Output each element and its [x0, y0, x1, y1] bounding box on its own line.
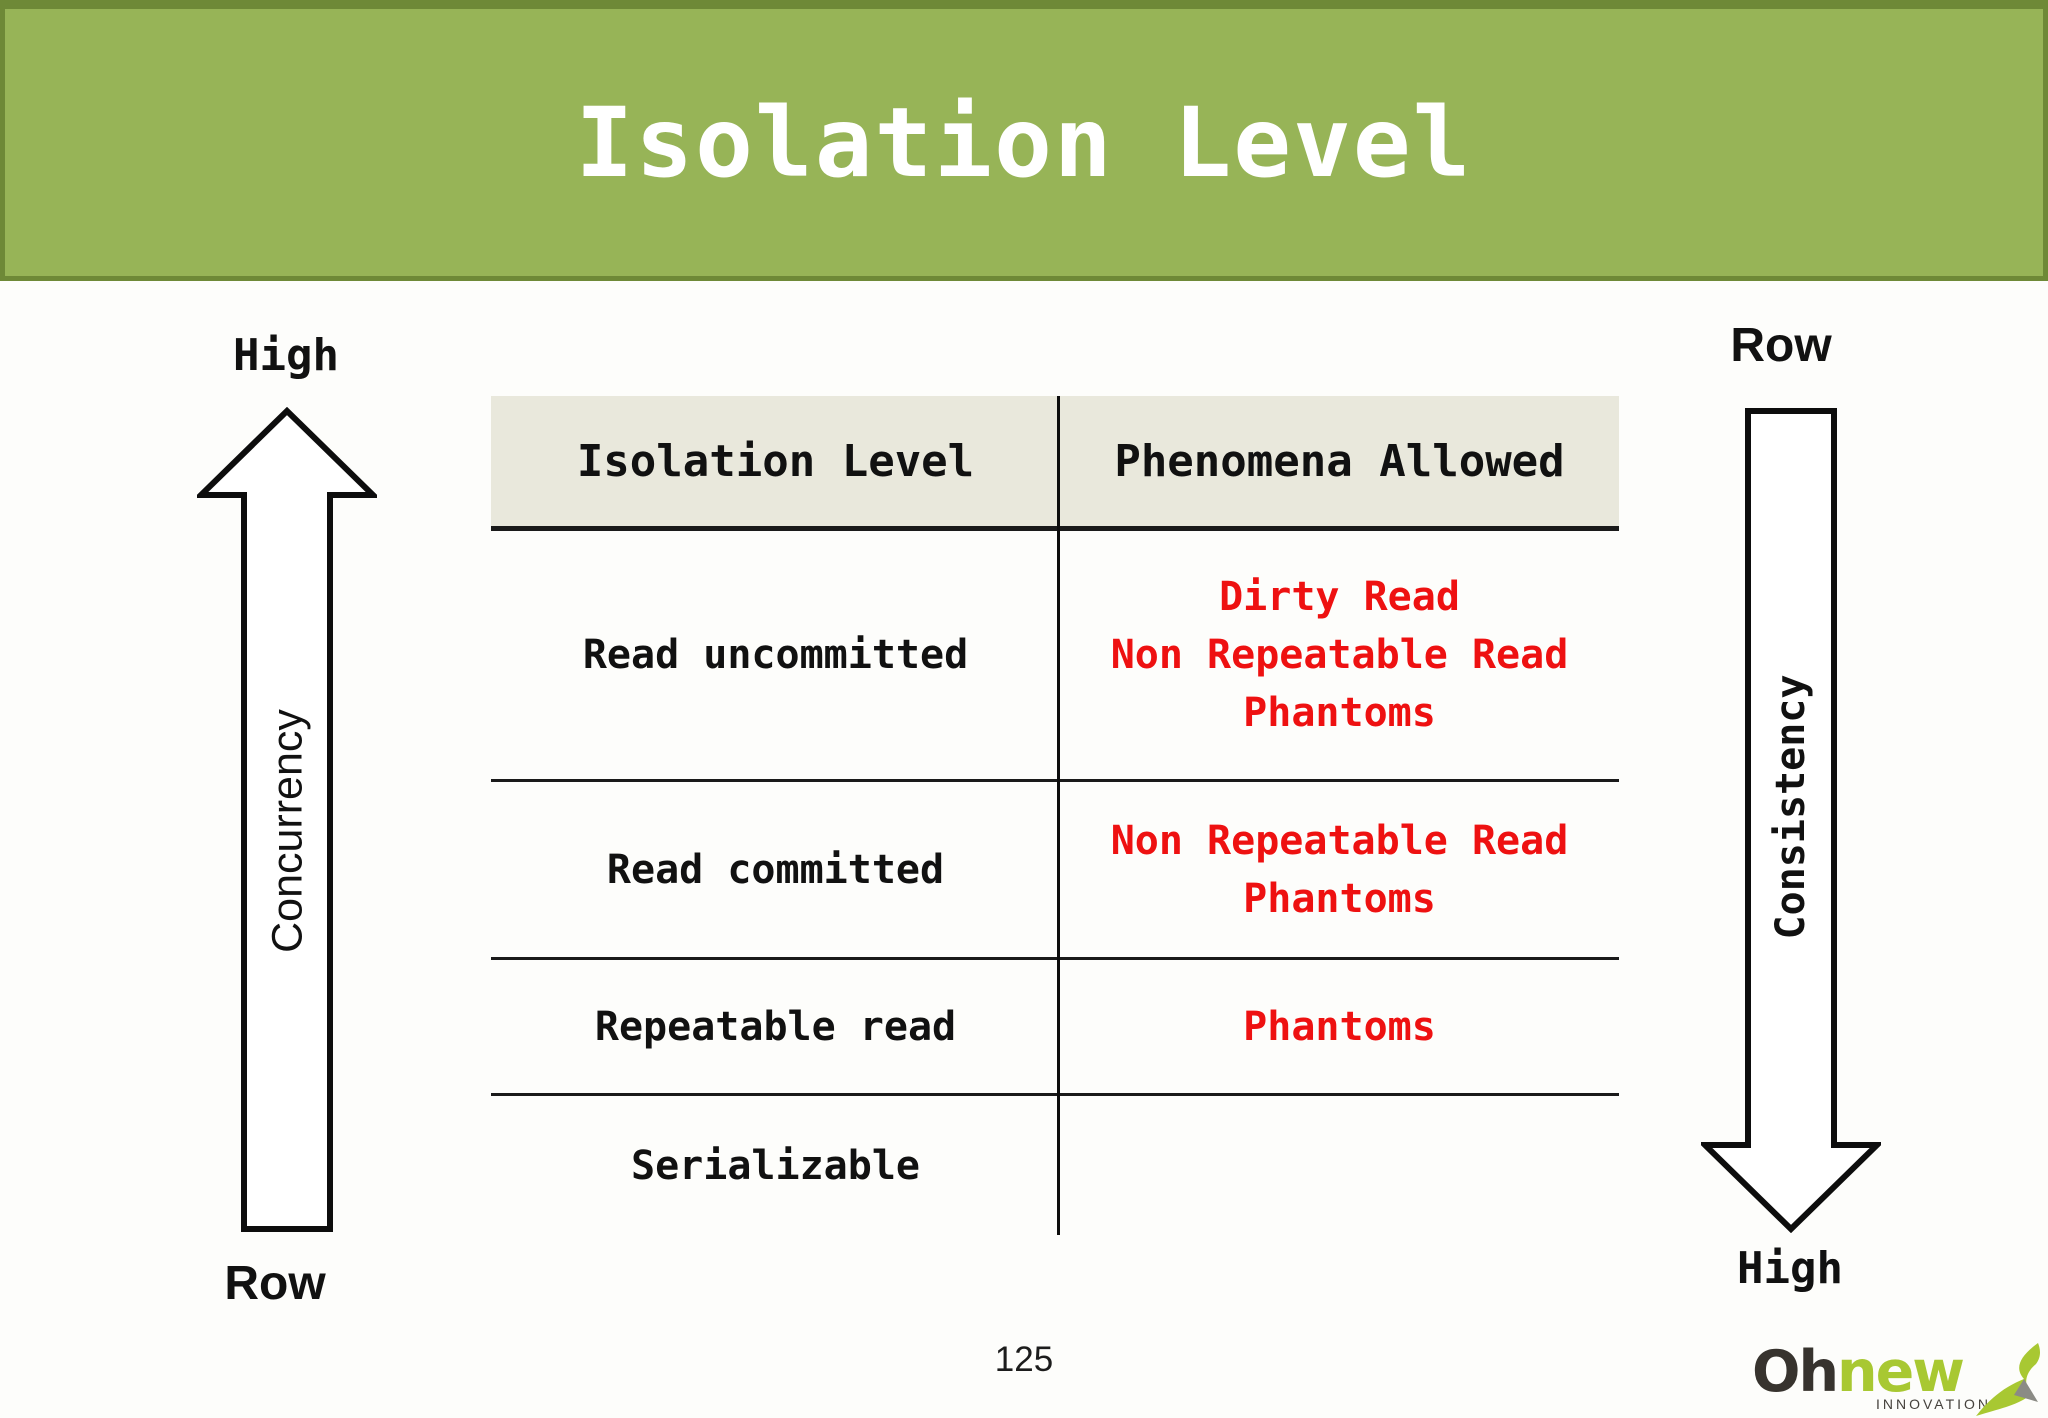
phenomena-line: Phantoms	[1243, 1003, 1436, 1050]
phenomena-line: Non Repeatable Read	[1110, 632, 1569, 678]
phenomena-line: Non Repeatable Read	[1110, 817, 1569, 864]
table-column-divider	[1057, 396, 1060, 1235]
phenomena-cell: Non Repeatable Read Phantoms	[1060, 782, 1619, 957]
slide-title: Isolation Level	[575, 86, 1473, 199]
logo-word-oh: Oh	[1752, 1339, 1839, 1405]
table-row: Read committed Non Repeatable Read Phant…	[491, 782, 1619, 960]
phenomena-line: Phantoms	[1243, 875, 1436, 922]
phenomena-line: Phantoms	[1243, 690, 1436, 736]
down-arrow-icon	[1701, 408, 1881, 1233]
isolation-table: Isolation Level Phenomena Allowed Read u…	[491, 396, 1619, 1235]
left-axis-name: Concurrency	[263, 709, 312, 953]
isolation-level-cell: Read committed	[606, 846, 945, 893]
logo-wordmark: Ohnew	[1752, 1344, 1965, 1401]
isolation-level-cell: Serializable	[631, 1142, 920, 1189]
left-axis-top-label: High	[233, 330, 339, 381]
column-header-isolation-level: Isolation Level	[576, 435, 975, 487]
phenomena-cell: Dirty Read Non Repeatable Read Phantoms	[1060, 531, 1619, 779]
logo-swoosh-icon	[1976, 1343, 2040, 1416]
up-arrow-icon	[197, 407, 377, 1232]
phenomena-cell	[1060, 1096, 1619, 1235]
phenomena-line: Dirty Read	[1219, 574, 1460, 620]
isolation-level-cell: Repeatable read	[594, 1003, 957, 1050]
table-header-row: Isolation Level Phenomena Allowed	[491, 396, 1619, 531]
page-number: 125	[994, 1340, 1054, 1379]
ohnew-logo: Ohnew INNOVATION	[1752, 1343, 2048, 1418]
table-row: Read uncommitted Dirty Read Non Repeatab…	[491, 531, 1619, 782]
column-header-phenomena-allowed: Phenomena Allowed	[1114, 435, 1565, 487]
logo-word-new: new	[1837, 1339, 1965, 1405]
title-banner: Isolation Level	[0, 0, 2048, 281]
right-axis-name: Consistency	[1768, 674, 1814, 940]
isolation-level-cell: Read uncommitted	[582, 632, 969, 678]
table-row: Repeatable read Phantoms	[491, 960, 1619, 1096]
right-axis-bottom-label: High	[1737, 1243, 1843, 1294]
phenomena-cell: Phantoms	[1060, 960, 1619, 1093]
table-row: Serializable	[491, 1096, 1619, 1235]
left-axis-bottom-label: Row	[224, 1257, 326, 1310]
right-axis-top-label: Row	[1730, 319, 1832, 372]
logo-subtitle: INNOVATION	[1876, 1396, 1992, 1412]
